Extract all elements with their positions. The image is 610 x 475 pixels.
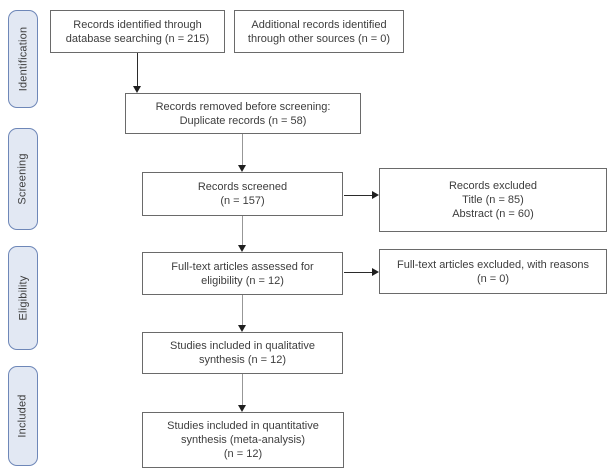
- box-fulltext-excluded: Full-text articles excluded, with reason…: [379, 249, 607, 294]
- connector-qualitative-to-quantitative: [242, 374, 243, 405]
- arrowhead-qualitative-to-quantitative: [238, 405, 246, 412]
- box-additional-records-line2: through other sources (n = 0): [247, 32, 391, 45]
- box-fulltext-assessed: Full-text articles assessed for eligibil…: [142, 252, 343, 295]
- box-quantitative-synthesis-line1: Studies included in quantitative: [167, 420, 319, 432]
- connector-removed-to-screened: [242, 134, 243, 165]
- box-records-identified-line2: database searching (n = 215): [65, 32, 210, 45]
- arrowhead-screened-to-excluded: [372, 191, 379, 199]
- stage-identification: Identification: [8, 10, 38, 108]
- connector-fulltext-to-excluded: [344, 272, 372, 273]
- box-records-excluded: Records excluded Title (n = 85) Abstract…: [379, 168, 607, 232]
- box-records-identified: Records identified through database sear…: [50, 10, 225, 53]
- connector-screened-to-excluded: [344, 195, 372, 196]
- stage-screening-label: Screening: [17, 153, 29, 205]
- box-fulltext-excluded-line1: Full-text articles excluded, with reason…: [397, 258, 589, 271]
- box-records-removed-line2: Duplicate records (n = 58): [179, 114, 307, 127]
- arrowhead-identified-to-removed: [133, 86, 141, 93]
- box-records-excluded-line1: Records excluded: [448, 180, 538, 192]
- arrowhead-fulltext-to-excluded: [372, 268, 379, 276]
- box-records-excluded-line3: Abstract (n = 60): [452, 208, 534, 220]
- arrowhead-screened-to-fulltext: [238, 245, 246, 252]
- connector-fulltext-to-qualitative: [242, 295, 243, 325]
- box-records-removed-line1: Records removed before screening:: [155, 100, 331, 113]
- box-qualitative-synthesis: Studies included in qualitative synthesi…: [142, 332, 343, 374]
- stage-eligibility: Eligibility: [8, 246, 38, 350]
- box-qualitative-synthesis-line2: synthesis (n = 12): [198, 354, 287, 366]
- box-records-removed: Records removed before screening: Duplic…: [125, 93, 361, 134]
- box-records-identified-line1: Records identified through: [73, 18, 202, 31]
- box-records-screened-line2: (n = 157): [220, 195, 265, 207]
- box-records-screened: Records screened (n = 157): [142, 172, 343, 216]
- box-fulltext-assessed-line1: Full-text articles assessed for: [171, 260, 314, 273]
- connector-screened-to-fulltext: [242, 216, 243, 245]
- connector-identified-to-removed: [137, 53, 138, 86]
- box-records-excluded-line2: Title (n = 85): [462, 194, 524, 206]
- box-records-screened-line1: Records screened: [197, 181, 288, 193]
- arrowhead-fulltext-to-qualitative: [238, 325, 246, 332]
- arrowhead-removed-to-screened: [238, 165, 246, 172]
- stage-included: Included: [8, 366, 38, 466]
- stage-screening: Screening: [8, 128, 38, 230]
- box-quantitative-synthesis-line2: synthesis (meta-analysis): [180, 434, 306, 446]
- box-additional-records: Additional records identified through ot…: [234, 10, 404, 53]
- box-additional-records-line1: Additional records identified: [251, 18, 387, 31]
- box-fulltext-excluded-line2: (n = 0): [476, 272, 510, 285]
- box-quantitative-synthesis-line3: (n = 12): [223, 448, 263, 460]
- stage-identification-label: Identification: [17, 26, 29, 92]
- box-quantitative-synthesis: Studies included in quantitative synthes…: [142, 412, 344, 468]
- stage-eligibility-label: Eligibility: [17, 275, 29, 321]
- box-qualitative-synthesis-line1: Studies included in qualitative: [170, 340, 315, 352]
- box-fulltext-assessed-line2: eligibility (n = 12): [201, 274, 284, 287]
- stage-included-label: Included: [17, 394, 30, 438]
